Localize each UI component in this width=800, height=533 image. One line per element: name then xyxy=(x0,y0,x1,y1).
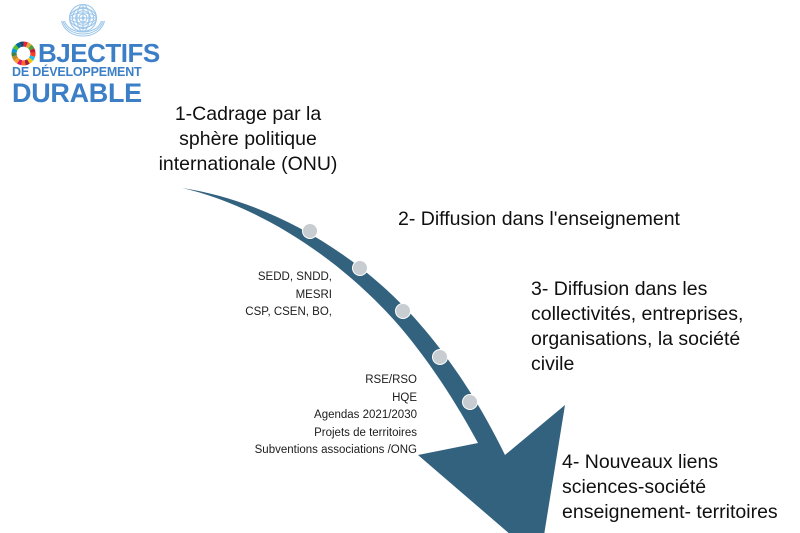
annotation-list-upper: SEDD, SNDD, MESRI CSP, CSEN, BO, xyxy=(245,271,332,318)
milestone-dot-5 xyxy=(462,394,478,410)
logo-title-line-1: BJECTIFS xyxy=(10,40,160,67)
un-emblem-icon xyxy=(60,3,106,37)
milestone-dot-1 xyxy=(302,223,318,239)
stage-label-2: 2- Diffusion dans l'enseignement xyxy=(398,208,680,230)
milestone-dot-3 xyxy=(395,303,411,319)
logo-word-objectifs: BJECTIFS xyxy=(38,38,160,68)
sdg-logo: BJECTIFS DE DÉVELOPPEMENT DURABLE xyxy=(8,0,160,108)
logo-title-line-3: DURABLE xyxy=(12,78,142,108)
logo-title-line-2: DE DÉVELOPPEMENT xyxy=(12,65,142,79)
arrow-milestone-dots xyxy=(302,223,478,410)
arrow-body-shape xyxy=(182,188,565,533)
milestone-dot-2 xyxy=(352,260,368,276)
annotation-list-lower: RSE/RSO HQE Agendas 2021/2030 Projets de… xyxy=(254,374,417,456)
sdg-color-wheel-icon xyxy=(11,41,36,66)
milestone-dot-4 xyxy=(432,349,448,365)
stage-label-4: 4- Nouveaux liens sciences-société ensei… xyxy=(562,451,778,523)
stage-label-1: 1-Cadrage par la sphère politique intern… xyxy=(158,103,338,175)
stage-label-3: 3- Diffusion dans les collectivités, ent… xyxy=(531,278,744,375)
